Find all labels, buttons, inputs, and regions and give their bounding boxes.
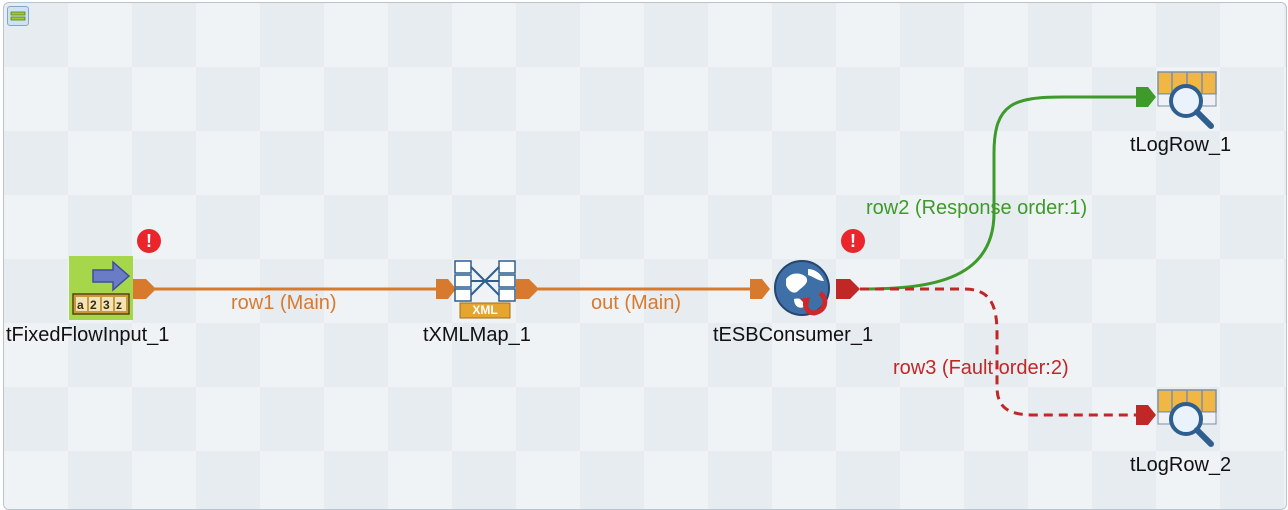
link-row3-fault[interactable] bbox=[860, 287, 1156, 425]
svg-text:a: a bbox=[77, 298, 84, 312]
link-label-row3[interactable]: row3 (Fault order:2) bbox=[893, 357, 1069, 379]
xml-map-icon bbox=[454, 260, 516, 319]
component-label: tXMLMap_1 bbox=[423, 324, 531, 346]
link-row1-main[interactable] bbox=[154, 279, 456, 299]
link-label-row2[interactable]: row2 (Response order:1) bbox=[866, 197, 1088, 219]
log-row-icon bbox=[1157, 389, 1217, 447]
link-label-row1[interactable]: row1 (Main) bbox=[231, 292, 337, 314]
component-tlogrow-1[interactable] bbox=[1157, 71, 1219, 129]
component-txmlmap[interactable]: XML bbox=[454, 259, 516, 319]
svg-text:2: 2 bbox=[90, 298, 97, 312]
link-row2-response[interactable] bbox=[859, 87, 1156, 291]
fixed-flow-input-icon: a 2 3 z bbox=[69, 256, 133, 320]
collapse-icon[interactable] bbox=[7, 6, 29, 26]
job-designer-canvas[interactable]: a 2 3 z ! tFixedFlowInput_1 XML tXMLMap_… bbox=[3, 2, 1287, 510]
component-tfixedflowinput[interactable]: a 2 3 z bbox=[69, 256, 133, 320]
xml-badge-text: XML bbox=[472, 303, 498, 317]
component-tesbconsumer[interactable] bbox=[772, 257, 836, 321]
link-out-main[interactable] bbox=[538, 279, 770, 299]
svg-text:3: 3 bbox=[103, 298, 110, 312]
error-icon[interactable]: ! bbox=[841, 229, 865, 253]
esb-consumer-globe-icon bbox=[774, 260, 830, 316]
link-label-out[interactable]: out (Main) bbox=[591, 292, 682, 314]
output-connector-xmlmap bbox=[516, 279, 539, 299]
log-row-icon bbox=[1157, 71, 1217, 129]
component-label: tLogRow_1 bbox=[1130, 134, 1232, 156]
component-label: tLogRow_2 bbox=[1130, 454, 1232, 476]
svg-text:z: z bbox=[116, 298, 122, 312]
error-icon[interactable]: ! bbox=[137, 229, 161, 253]
component-label: tESBConsumer_1 bbox=[713, 324, 874, 346]
component-label: tFixedFlowInput_1 bbox=[6, 324, 170, 346]
output-connector-esb bbox=[836, 279, 860, 299]
connection-wires bbox=[133, 87, 1156, 425]
component-tlogrow-2[interactable] bbox=[1157, 389, 1219, 447]
output-connector-fixedflow bbox=[133, 279, 156, 299]
